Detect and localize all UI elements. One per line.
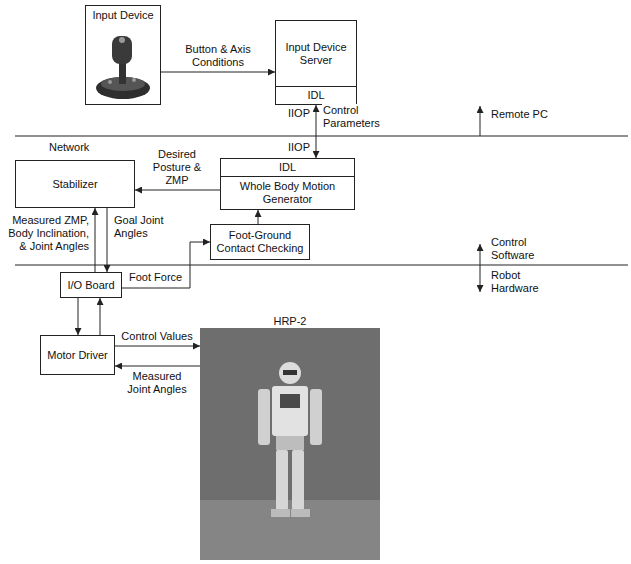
annotation-label: IIOP — [287, 107, 311, 120]
direction-arrow — [480, 244, 481, 292]
edge-label: Foot Force — [128, 271, 183, 284]
edge-label: Button & Axis Conditions — [167, 43, 269, 69]
node-label: Foot-Ground Contact Checking — [211, 225, 309, 259]
joystick-button — [108, 80, 112, 84]
node-sublabel: Whole Body Motion Generator — [221, 177, 354, 209]
node-label: IDL — [221, 159, 354, 177]
direction-arrow — [480, 106, 481, 136]
photo-background — [200, 328, 380, 560]
edge-label: Control Values — [120, 330, 193, 343]
robot-photo — [200, 328, 380, 560]
robot-foot — [271, 509, 290, 517]
robot-leg — [292, 450, 304, 510]
process-box: Stabilizer — [15, 160, 135, 208]
robot-node: HRP-2 — [200, 312, 380, 560]
device-box: Input Device — [85, 5, 161, 105]
process-box: IDLWhole Body Motion Generator — [220, 158, 355, 210]
connector-arrow — [258, 210, 259, 224]
joystick-grip — [112, 36, 132, 64]
edge-label: Control Parameters — [322, 104, 394, 130]
hardware-box: I/O Board — [60, 272, 122, 298]
annotation-label: Robot Hardware — [490, 269, 552, 295]
connector-arrow — [107, 208, 108, 272]
joystick-button — [132, 78, 136, 82]
node-label: Input Device Server — [276, 21, 356, 86]
joystick-button — [119, 37, 125, 43]
hardware-box: Motor Driver — [40, 335, 115, 375]
connector-arrow — [161, 72, 275, 73]
node-label: Input Device — [86, 6, 160, 24]
joystick-illustration — [96, 36, 150, 99]
connector-arrow — [316, 105, 317, 158]
connector-arrow — [95, 208, 96, 272]
node-label: Motor Driver — [41, 336, 114, 374]
edge-label: Goal Joint Angles — [113, 214, 177, 240]
robot-leg — [276, 450, 288, 510]
connector-arrow — [100, 298, 101, 335]
node-label: I/O Board — [61, 273, 121, 297]
annotation-label: IIOP — [287, 141, 311, 154]
robot-chest — [280, 394, 300, 408]
connector-arrow — [78, 298, 79, 335]
server-box: Input Device ServerIDL — [275, 20, 357, 105]
connector-arrow — [135, 190, 220, 191]
node-sublabel: IDL — [276, 86, 356, 104]
robot-torso — [272, 386, 308, 436]
robot-arm — [310, 389, 322, 445]
node-label: HRP-2 — [200, 312, 380, 330]
robot-head — [279, 362, 301, 384]
annotation-label: Network — [48, 141, 90, 154]
edge-label: Desired Posture & ZMP — [143, 148, 211, 187]
annotation-label: Remote PC — [490, 108, 549, 121]
annotation-label: Control Software — [490, 236, 552, 262]
robot-arm — [258, 389, 270, 445]
connector-arrow — [115, 366, 200, 367]
process-box: Foot-Ground Contact Checking — [210, 224, 310, 260]
connector-arrow — [115, 346, 200, 347]
connector-arrow — [122, 242, 210, 288]
node-label: Stabilizer — [16, 161, 134, 207]
edge-label: Measured Joint Angles — [120, 370, 194, 396]
robot-foot — [291, 509, 310, 517]
robot-visor — [283, 370, 297, 375]
network-divider — [15, 136, 628, 137]
edge-label: Measured ZMP, Body Inclination, & Joint … — [2, 214, 90, 253]
photo-floor — [200, 500, 380, 560]
robot-pelvis — [276, 436, 304, 450]
